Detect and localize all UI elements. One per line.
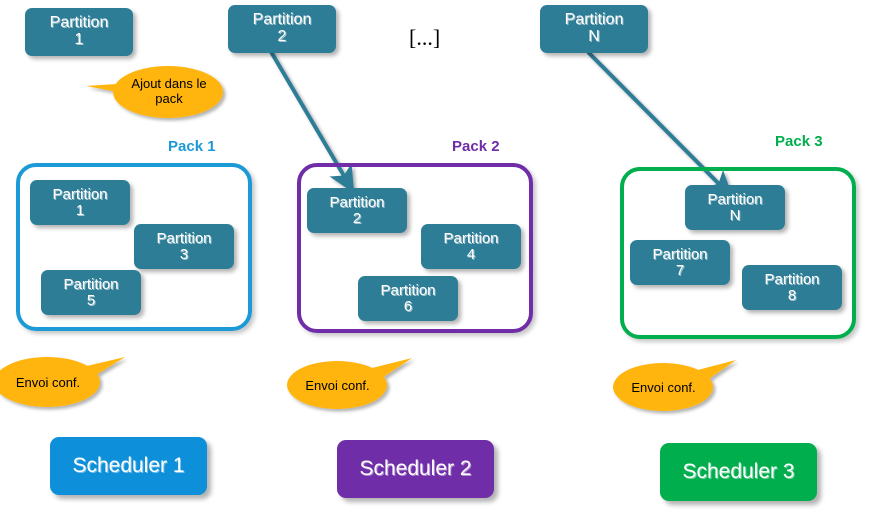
pack-2-container[interactable] — [297, 163, 533, 333]
scheduler-3[interactable]: Scheduler 3 — [660, 443, 817, 501]
pack-2-partition-4[interactable]: Partition 4 — [421, 224, 521, 269]
callout-envoi-conf-1[interactable]: Envoi conf. — [0, 355, 132, 411]
pack-2-partition-6[interactable]: Partition 6 — [358, 276, 458, 321]
partition-number: N — [588, 28, 600, 45]
pack-1-partition-5[interactable]: Partition 5 — [41, 270, 141, 315]
partition-number: 5 — [86, 291, 96, 309]
ellipsis-label: [...] — [409, 25, 441, 50]
callout-ajout-dans-le-pack[interactable]: Ajout dans le pack — [86, 64, 238, 120]
partition-number: 7 — [675, 261, 685, 279]
partition-label: Partition — [564, 11, 624, 29]
scheduler-label: Scheduler 1 — [72, 454, 185, 477]
partition-label: Partition — [764, 270, 820, 288]
pack-1-label: Pack 1 — [168, 138, 216, 155]
source-partition-2[interactable]: Partition 2 — [228, 5, 336, 53]
partition-label: Partition — [329, 193, 385, 211]
partition-label: Partition — [652, 245, 708, 263]
partition-number: N — [729, 206, 741, 224]
partition-label: Partition — [52, 185, 108, 203]
partition-number: 3 — [179, 245, 189, 263]
scheduler-label: Scheduler 3 — [682, 460, 795, 483]
partition-number: 8 — [787, 286, 797, 304]
pack-3-partition-8[interactable]: Partition 8 — [742, 265, 842, 310]
scheduler-1[interactable]: Scheduler 1 — [50, 437, 207, 495]
pack-2-partition-2[interactable]: Partition 2 — [307, 188, 407, 233]
partition-label: Partition — [156, 229, 212, 247]
pack-1-partition-1[interactable]: Partition 1 — [30, 180, 130, 225]
pack-3-container[interactable] — [620, 167, 856, 339]
partition-label: Partition — [252, 11, 312, 29]
scheduler-label: Scheduler 2 — [359, 457, 472, 480]
partition-label: Partition — [443, 229, 499, 247]
source-partition-1[interactable]: Partition 1 — [25, 8, 133, 56]
pack-3-label: Pack 3 — [775, 133, 823, 150]
partition-number: 6 — [403, 297, 413, 315]
pack-1-partition-3[interactable]: Partition 3 — [134, 224, 234, 269]
scheduler-2[interactable]: Scheduler 2 — [337, 440, 494, 498]
pack-1-container[interactable] — [16, 163, 252, 331]
partition-label: Partition — [707, 190, 763, 208]
pack-3-partition-7[interactable]: Partition 7 — [630, 240, 730, 285]
partition-number: 4 — [466, 245, 476, 263]
callout-envoi-conf-2[interactable]: Envoi conf. — [282, 358, 422, 414]
partition-number: 2 — [352, 209, 362, 227]
callout-envoi-conf-3[interactable]: Envoi conf. — [608, 360, 748, 416]
partition-label: Partition — [63, 275, 119, 293]
arrow-partition2-to-pack2 — [268, 48, 355, 194]
partition-number: 1 — [74, 31, 84, 48]
source-partition-n[interactable]: Partition N — [540, 5, 648, 53]
partition-number: 1 — [75, 201, 85, 219]
pack-3-partition-n[interactable]: Partition N — [685, 185, 785, 230]
pack-2-label: Pack 2 — [452, 138, 500, 155]
partition-label: Partition — [380, 281, 436, 299]
partition-label: Partition — [49, 14, 109, 32]
partition-number: 2 — [277, 28, 287, 45]
